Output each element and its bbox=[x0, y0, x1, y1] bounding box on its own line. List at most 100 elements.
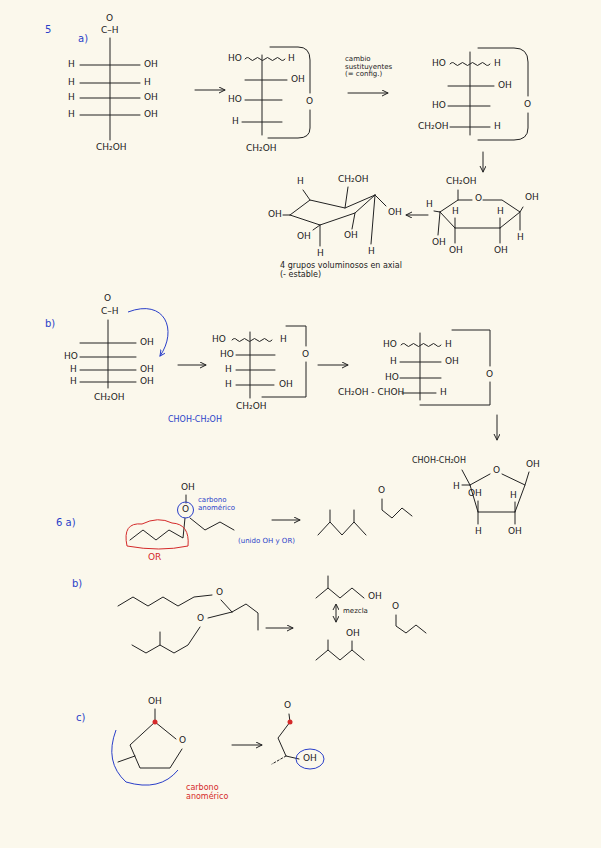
annotation-text: carbono anomérico bbox=[198, 497, 240, 512]
anomeric-dot bbox=[288, 720, 293, 725]
structure-label: H bbox=[225, 380, 232, 390]
highlight-ellipse bbox=[296, 749, 324, 769]
wavy-bond bbox=[401, 344, 441, 347]
structure-label: H bbox=[368, 247, 375, 257]
structure-label: O bbox=[179, 736, 186, 746]
structure-label: OH bbox=[303, 754, 317, 764]
structure-label: HO bbox=[64, 352, 78, 362]
wavy-bond bbox=[245, 58, 285, 61]
structure-label: CH₂OH - CHOH bbox=[338, 388, 404, 398]
annotation-text: (unido OH y OR) bbox=[238, 538, 295, 546]
structure-label: OH bbox=[445, 357, 459, 367]
structure-label: CH₂OH bbox=[94, 393, 125, 403]
structure-label: HO bbox=[228, 54, 242, 64]
structure-label: OH bbox=[140, 338, 154, 348]
structure-label: OH bbox=[148, 697, 162, 707]
annotation-text: 5 bbox=[45, 24, 51, 35]
structure-label: O bbox=[284, 701, 291, 711]
structure-label: OH bbox=[181, 483, 195, 493]
structure-label: mezcla bbox=[343, 608, 368, 616]
structure-label: HO bbox=[383, 340, 397, 350]
structure-label: OH bbox=[432, 238, 446, 248]
structure-label: OH bbox=[144, 110, 158, 120]
anomeric-dot bbox=[153, 720, 158, 725]
structure-label: 4 grupos voluminosos en axial (- estable… bbox=[280, 262, 405, 280]
structure-label: H bbox=[70, 377, 77, 387]
structure-label: H bbox=[232, 117, 239, 127]
structure-label: O bbox=[524, 100, 531, 110]
structure-label: OH bbox=[140, 365, 154, 375]
structure-label: OH bbox=[297, 232, 311, 242]
structure-label: OH bbox=[144, 93, 158, 103]
structure-label: H bbox=[288, 54, 295, 64]
structure-label: H bbox=[517, 233, 524, 243]
structure-label: C–H bbox=[101, 307, 119, 317]
structure-label: H bbox=[68, 93, 75, 103]
structure-label: OH bbox=[144, 60, 158, 70]
alcohol-skeleton bbox=[316, 576, 364, 598]
reaction-arrow bbox=[497, 415, 498, 440]
structure-label: OH bbox=[494, 246, 508, 256]
structure-label: O bbox=[302, 350, 309, 360]
structure-label: O bbox=[475, 194, 482, 204]
reaction-arrow bbox=[266, 628, 293, 629]
haworth-ring bbox=[440, 200, 520, 228]
structure-label: H bbox=[68, 60, 75, 70]
annotation-text: OR bbox=[148, 553, 161, 563]
structure-label: OH bbox=[468, 489, 482, 499]
structure-label: H bbox=[497, 207, 504, 217]
substituent-bonds bbox=[283, 187, 386, 246]
wavy-bond bbox=[450, 63, 490, 66]
structure-label: OH bbox=[291, 75, 305, 85]
structure-label: H bbox=[144, 78, 151, 88]
fischer-projection bbox=[242, 55, 287, 135]
highlight-squiggle bbox=[126, 520, 188, 549]
structure-label: OH bbox=[368, 592, 382, 602]
structure-label: H bbox=[280, 335, 287, 345]
structure-label: O bbox=[197, 614, 204, 624]
aldehyde-skeleton bbox=[382, 499, 412, 518]
open-chain bbox=[278, 714, 299, 759]
structure-label: H bbox=[390, 357, 397, 367]
substituent-bonds bbox=[434, 190, 523, 243]
structure-label: HO bbox=[212, 335, 226, 345]
structure-label: HO bbox=[220, 350, 234, 360]
structure-label: OH bbox=[279, 380, 293, 390]
alcohol-skeleton bbox=[316, 640, 364, 660]
alcohol-skeleton bbox=[318, 510, 366, 535]
structure-label: H bbox=[297, 177, 304, 187]
structure-label: H bbox=[510, 491, 517, 501]
structure-label: H bbox=[225, 365, 232, 375]
structure-label: H bbox=[452, 207, 459, 217]
reaction-arrow bbox=[348, 93, 388, 94]
structure-label: OH bbox=[449, 246, 463, 256]
structure-label: CH₂OH bbox=[418, 122, 449, 132]
structure-label: H bbox=[475, 527, 482, 537]
reaction-arrow bbox=[232, 745, 262, 746]
structure-label: H bbox=[317, 249, 324, 259]
structure-label: HO bbox=[228, 95, 242, 105]
substituent-bonds bbox=[462, 470, 529, 524]
structure-label: H bbox=[426, 200, 433, 210]
structure-label: OH bbox=[268, 210, 282, 220]
reaction-arrow bbox=[178, 365, 206, 366]
structure-label: H bbox=[68, 110, 75, 120]
annotation-text: carbono anomérico bbox=[186, 784, 241, 802]
structure-label: OH bbox=[525, 193, 539, 203]
structure-label: H bbox=[445, 340, 452, 350]
structure-label: O bbox=[493, 466, 500, 476]
reaction-arrow bbox=[406, 215, 428, 216]
fischer-projection bbox=[80, 320, 136, 388]
structure-label: OH bbox=[346, 629, 360, 639]
highlight-circle bbox=[178, 502, 194, 518]
structure-label: H bbox=[440, 388, 447, 398]
annotation-text: a) bbox=[78, 33, 88, 44]
chair-ring bbox=[290, 195, 375, 225]
ring-bracket bbox=[478, 48, 528, 140]
structure-label: O bbox=[104, 294, 111, 304]
annotation-text: b) bbox=[72, 578, 82, 589]
wavy-bond bbox=[232, 339, 272, 342]
structure-label: CH₂OH bbox=[446, 177, 477, 187]
